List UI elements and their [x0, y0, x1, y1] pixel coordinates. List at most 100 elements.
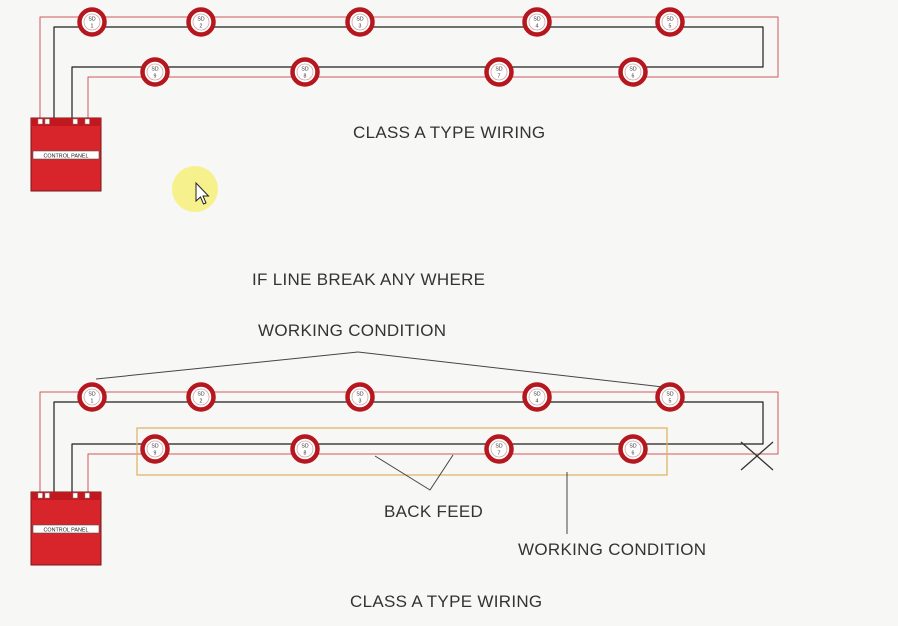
line-break-cross	[740, 441, 774, 471]
detector-label: SD	[88, 392, 95, 398]
control-panel: CONTROL PANEL	[30, 491, 102, 566]
panel-terminal	[84, 118, 90, 125]
back-feed-highlight-box	[136, 427, 668, 476]
detector-face	[146, 63, 164, 81]
detector-label: SD	[666, 17, 673, 23]
detector-label: SD	[197, 17, 204, 23]
detector-number: 5	[669, 24, 672, 30]
red-wire-loop	[39, 391, 779, 492]
panel-terminal	[84, 492, 90, 499]
detector-number: 1	[91, 399, 94, 405]
detector-label: SD	[88, 17, 95, 23]
working-condition-lower-text: WORKING CONDITION	[518, 540, 707, 559]
black-wire-loop	[53, 26, 764, 118]
detector-face	[528, 388, 546, 406]
detector-face	[83, 388, 101, 406]
detector-face	[351, 13, 369, 31]
detector-face	[624, 440, 642, 458]
detector-number: 3	[359, 24, 362, 30]
black-wire-loop	[53, 401, 764, 492]
control-panel-top-strip	[31, 492, 101, 500]
working-condition-upper-text: WORKING CONDITION	[258, 321, 447, 340]
pointer-line-working-right	[357, 351, 664, 388]
detector-face	[83, 13, 101, 31]
mouse-pointer-icon	[195, 181, 210, 205]
detector-face	[351, 388, 369, 406]
detector-face	[296, 63, 314, 81]
panel-terminal	[72, 492, 78, 499]
detector-number: 6	[632, 74, 635, 80]
smoke-detector: SD4	[522, 382, 552, 412]
detector-label: SD	[356, 17, 363, 23]
detector-number: 2	[200, 399, 203, 405]
detector-label: SD	[151, 67, 158, 73]
panel-terminal	[72, 118, 78, 125]
cursor-highlight	[172, 166, 218, 212]
detector-label: SD	[629, 67, 636, 73]
smoke-detector: SD1	[77, 7, 107, 37]
detector-label: SD	[533, 17, 540, 23]
detector-number: 3	[359, 399, 362, 405]
smoke-detector: SD6	[618, 57, 648, 87]
smoke-detector: SD1	[77, 382, 107, 412]
detector-face	[296, 440, 314, 458]
control-panel-top-strip	[31, 118, 101, 126]
smoke-detector: SD8	[290, 434, 320, 464]
smoke-detector: SD8	[290, 57, 320, 87]
detector-number: 6	[632, 451, 635, 457]
panel-terminal	[37, 492, 43, 499]
detector-label: SD	[533, 392, 540, 398]
smoke-detector: SD3	[345, 7, 375, 37]
detector-number: 8	[304, 74, 307, 80]
red-wire-loop	[39, 16, 779, 118]
detector-number: 9	[154, 74, 157, 80]
detector-number: 2	[200, 24, 203, 30]
smoke-detector: SD2	[186, 7, 216, 37]
detector-label: SD	[629, 444, 636, 450]
smoke-detector: SD7	[484, 57, 514, 87]
detector-face	[146, 440, 164, 458]
detector-label: SD	[301, 444, 308, 450]
detector-number: 8	[304, 451, 307, 457]
control-panel-label: CONTROL PANEL	[44, 153, 89, 159]
detector-face	[528, 13, 546, 31]
detector-face	[490, 63, 508, 81]
smoke-detector: SD9	[140, 434, 170, 464]
detector-face	[624, 63, 642, 81]
detector-face	[661, 13, 679, 31]
control-panel: CONTROL PANEL	[30, 117, 102, 192]
smoke-detector: SD5	[655, 382, 685, 412]
detector-face	[192, 13, 210, 31]
control-panel-label-box	[32, 150, 100, 160]
top-title: CLASS A TYPE WIRING	[353, 123, 546, 142]
panel-terminal	[37, 118, 43, 125]
control-panel-label-box	[32, 524, 100, 534]
detector-number: 7	[498, 74, 501, 80]
detector-face	[192, 388, 210, 406]
pointer-line-working-left	[95, 351, 359, 380]
panel-terminal	[44, 118, 50, 125]
detector-label: SD	[301, 67, 308, 73]
smoke-detector: SD9	[140, 57, 170, 87]
panel-terminal	[44, 492, 50, 499]
detector-number: 5	[669, 399, 672, 405]
smoke-detector: SD3	[345, 382, 375, 412]
detector-face	[490, 440, 508, 458]
detector-label: SD	[197, 392, 204, 398]
detector-label: SD	[356, 392, 363, 398]
smoke-detector: SD7	[484, 434, 514, 464]
detector-number: 9	[154, 451, 157, 457]
detector-number: 4	[536, 399, 539, 405]
detector-label: SD	[495, 444, 502, 450]
back-feed-text: BACK FEED	[384, 502, 484, 521]
smoke-detector: SD2	[186, 382, 216, 412]
detector-face	[661, 388, 679, 406]
detector-number: 1	[91, 24, 94, 30]
detector-number: 4	[536, 24, 539, 30]
detector-label: SD	[151, 444, 158, 450]
detector-label: SD	[495, 67, 502, 73]
